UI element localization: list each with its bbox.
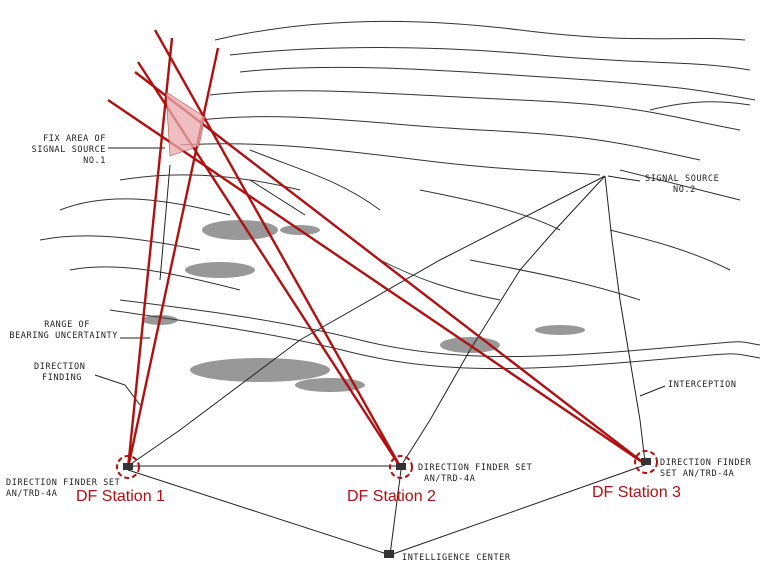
intelligence-center-label: INTELLIGENCE CENTER bbox=[402, 553, 511, 563]
station-markers bbox=[116, 450, 658, 479]
dfs3-line1: DIRECTION FINDER bbox=[660, 458, 752, 468]
leader-direction-finding bbox=[94, 374, 141, 406]
bearing-s3-a bbox=[107, 99, 646, 465]
bearing-s3-b bbox=[134, 71, 646, 465]
direction-finding-label: DIRECTION FINDING bbox=[34, 362, 85, 384]
fix-area-label-line3: NO.1 bbox=[83, 156, 106, 166]
leader-interception bbox=[639, 385, 666, 397]
fix-area-polygon bbox=[165, 91, 206, 157]
signal-source-2-line1: SIGNAL SOURCE bbox=[645, 174, 720, 184]
station-3-marker bbox=[634, 450, 658, 474]
terrain-sketch bbox=[39, 20, 761, 370]
direction-finding-line1: DIRECTION bbox=[34, 362, 86, 372]
station-2-label: DF Station 2 bbox=[347, 488, 436, 505]
bearing-s1-a bbox=[126, 37, 174, 469]
bearing-s2-a bbox=[153, 29, 403, 469]
network-lines bbox=[94, 147, 666, 556]
dfs3-line2: SET AN/TRD-4A bbox=[660, 469, 735, 479]
fix-area-label-line2: SIGNAL SOURCE bbox=[31, 145, 106, 155]
station-2-marker bbox=[389, 455, 413, 479]
link-s2-center bbox=[389, 469, 402, 556]
direction-finding-line2: FINDING bbox=[42, 373, 83, 383]
dfs1-line1: DIRECTION FINDER SET bbox=[6, 478, 121, 488]
forest-patches bbox=[142, 220, 585, 392]
dfs2-line1: DIRECTION FINDER SET bbox=[418, 463, 533, 473]
range-label: RANGE OF BEARING UNCERTAINTY bbox=[0, 320, 118, 342]
station-1-label: DF Station 1 bbox=[76, 488, 165, 505]
dfs1-label: DIRECTION FINDER SET AN/TRD-4A bbox=[6, 478, 120, 500]
intelligence-center-icon bbox=[384, 550, 394, 558]
station-icons bbox=[123, 458, 651, 558]
bearing-lines bbox=[107, 29, 646, 469]
range-label-line2: BEARING UNCERTAINTY bbox=[9, 331, 118, 341]
range-label-line1: RANGE OF bbox=[44, 320, 90, 330]
link-s1-center bbox=[127, 469, 391, 556]
link-s3-center bbox=[389, 464, 646, 556]
fix-area-label-line1: FIX AREA OF bbox=[43, 134, 106, 144]
station-1-marker bbox=[116, 455, 140, 479]
dfs1-line2: AN/TRD-4A bbox=[6, 489, 58, 499]
fix-area-label: FIX AREA OF SIGNAL SOURCE NO.1 bbox=[28, 134, 106, 167]
signal2-to-s2 bbox=[400, 175, 606, 467]
signal2-to-s3 bbox=[604, 175, 646, 463]
signal2-to-s1 bbox=[127, 175, 606, 467]
leader-signal2 bbox=[607, 175, 641, 182]
station-3-label: DF Station 3 bbox=[592, 484, 681, 501]
signal-source-2-label: SIGNAL SOURCE NO.2 bbox=[645, 174, 719, 196]
dfs2-label: DIRECTION FINDER SET AN/TRD-4A bbox=[418, 463, 532, 485]
signal-source-2-line2: NO.2 bbox=[673, 185, 696, 195]
interception-label: INTERCEPTION bbox=[668, 380, 737, 390]
dfs2-line2: AN/TRD-4A bbox=[424, 474, 476, 484]
dfs3-label: DIRECTION FINDER SET AN/TRD-4A bbox=[660, 458, 751, 480]
